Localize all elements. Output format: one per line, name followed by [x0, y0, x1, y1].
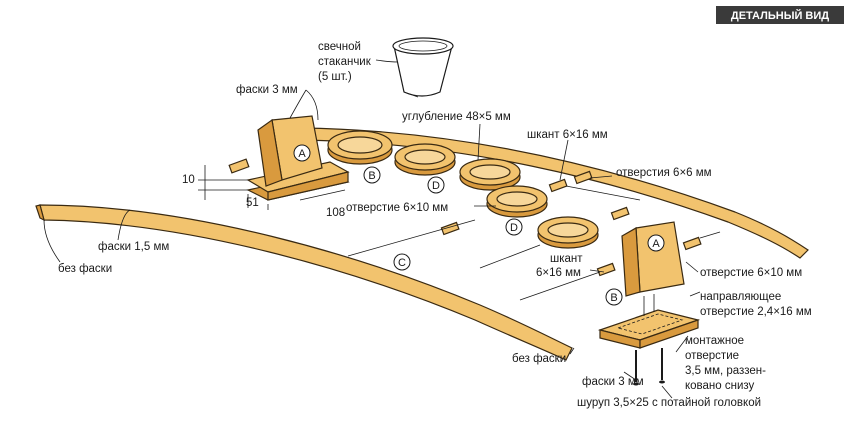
label-holes-6x6: отверстия 6×6 мм: [616, 167, 712, 179]
svg-text:D: D: [432, 180, 440, 192]
dim-10-marks: [198, 165, 248, 200]
detail-view-badge-text: ДЕТАЛЬНЫЙ ВИД: [731, 9, 829, 22]
label-no-chamfer-bottom: без фаски: [512, 353, 566, 365]
part-label-d-1: D: [427, 176, 445, 194]
dowel-back-2: [573, 170, 593, 185]
curved-rail-c: [35, 204, 573, 361]
candle-holder-1: [327, 130, 393, 165]
label-chamfer-3mm-bottom: фаски 3 мм: [582, 376, 644, 388]
svg-text:D: D: [510, 222, 518, 234]
candle-cup: [392, 37, 454, 98]
candle-holder-2: [394, 143, 456, 176]
label-dim-108: 108: [326, 207, 345, 219]
svg-text:B: B: [368, 170, 375, 182]
part-label-b-left: B: [363, 166, 381, 184]
part-label-a-right: A: [647, 234, 665, 252]
candle-holder-4: [486, 185, 548, 218]
dowel-right-1: [596, 262, 616, 277]
part-label-d-2: D: [505, 218, 523, 236]
candle-holder-5: [537, 216, 599, 249]
label-dim-10: 10: [182, 174, 195, 186]
dowel-back-1: [548, 178, 568, 193]
svg-text:A: A: [652, 238, 660, 250]
label-dowel-6x16-mid: шкант 6×16 мм: [536, 253, 586, 279]
screw-1: [633, 350, 639, 386]
label-no-chamfer-left: без фаски: [58, 263, 112, 275]
label-hole-6x10-right: отверстие 6×10 мм: [700, 267, 802, 279]
label-chamfer-3mm-top: фаски 3 мм: [236, 84, 298, 96]
assembly-lines: [347, 185, 721, 316]
candle-holder-3: [459, 158, 521, 191]
label-candle-cup: свечной стаканчик (5 шт.): [318, 41, 374, 83]
label-chamfer-1-5: фаски 1,5 мм: [98, 241, 169, 253]
dowel-left: [228, 158, 250, 174]
part-label-b-right: B: [605, 288, 623, 306]
svg-text:C: C: [398, 257, 406, 269]
leader-lines: [43, 59, 701, 399]
label-screw: шуруп 3,5×25 с потайной головкой: [577, 397, 761, 409]
label-recess: углубление 48×5 мм: [402, 111, 511, 123]
label-holes-6x10: отверстие 6×10 мм: [346, 202, 448, 214]
svg-text:A: A: [298, 148, 306, 160]
svg-text:B: B: [610, 292, 617, 304]
detail-view-badge: ДЕТАЛЬНЫЙ ВИД: [716, 6, 844, 24]
part-label-c: C: [393, 253, 411, 271]
base-b-right: [597, 309, 701, 349]
part-label-a-left: A: [293, 144, 311, 162]
label-guide-hole: направляющее отверстие 2,4×16 мм: [700, 291, 812, 318]
dim-51-marks: [247, 194, 269, 210]
stand-a-right: [621, 221, 685, 297]
dowel-right-2: [682, 236, 702, 251]
dowel-back-3: [610, 206, 630, 221]
stand-a-left: [246, 115, 350, 201]
label-dim-51: 51: [246, 197, 259, 209]
label-dowel-6x16-top: шкант 6×16 мм: [527, 129, 608, 141]
screw-2: [659, 348, 665, 384]
dim-108-marks: [299, 189, 346, 201]
label-mount-hole: монтажное отверстие 3,5 мм, раззен- кова…: [685, 335, 769, 392]
